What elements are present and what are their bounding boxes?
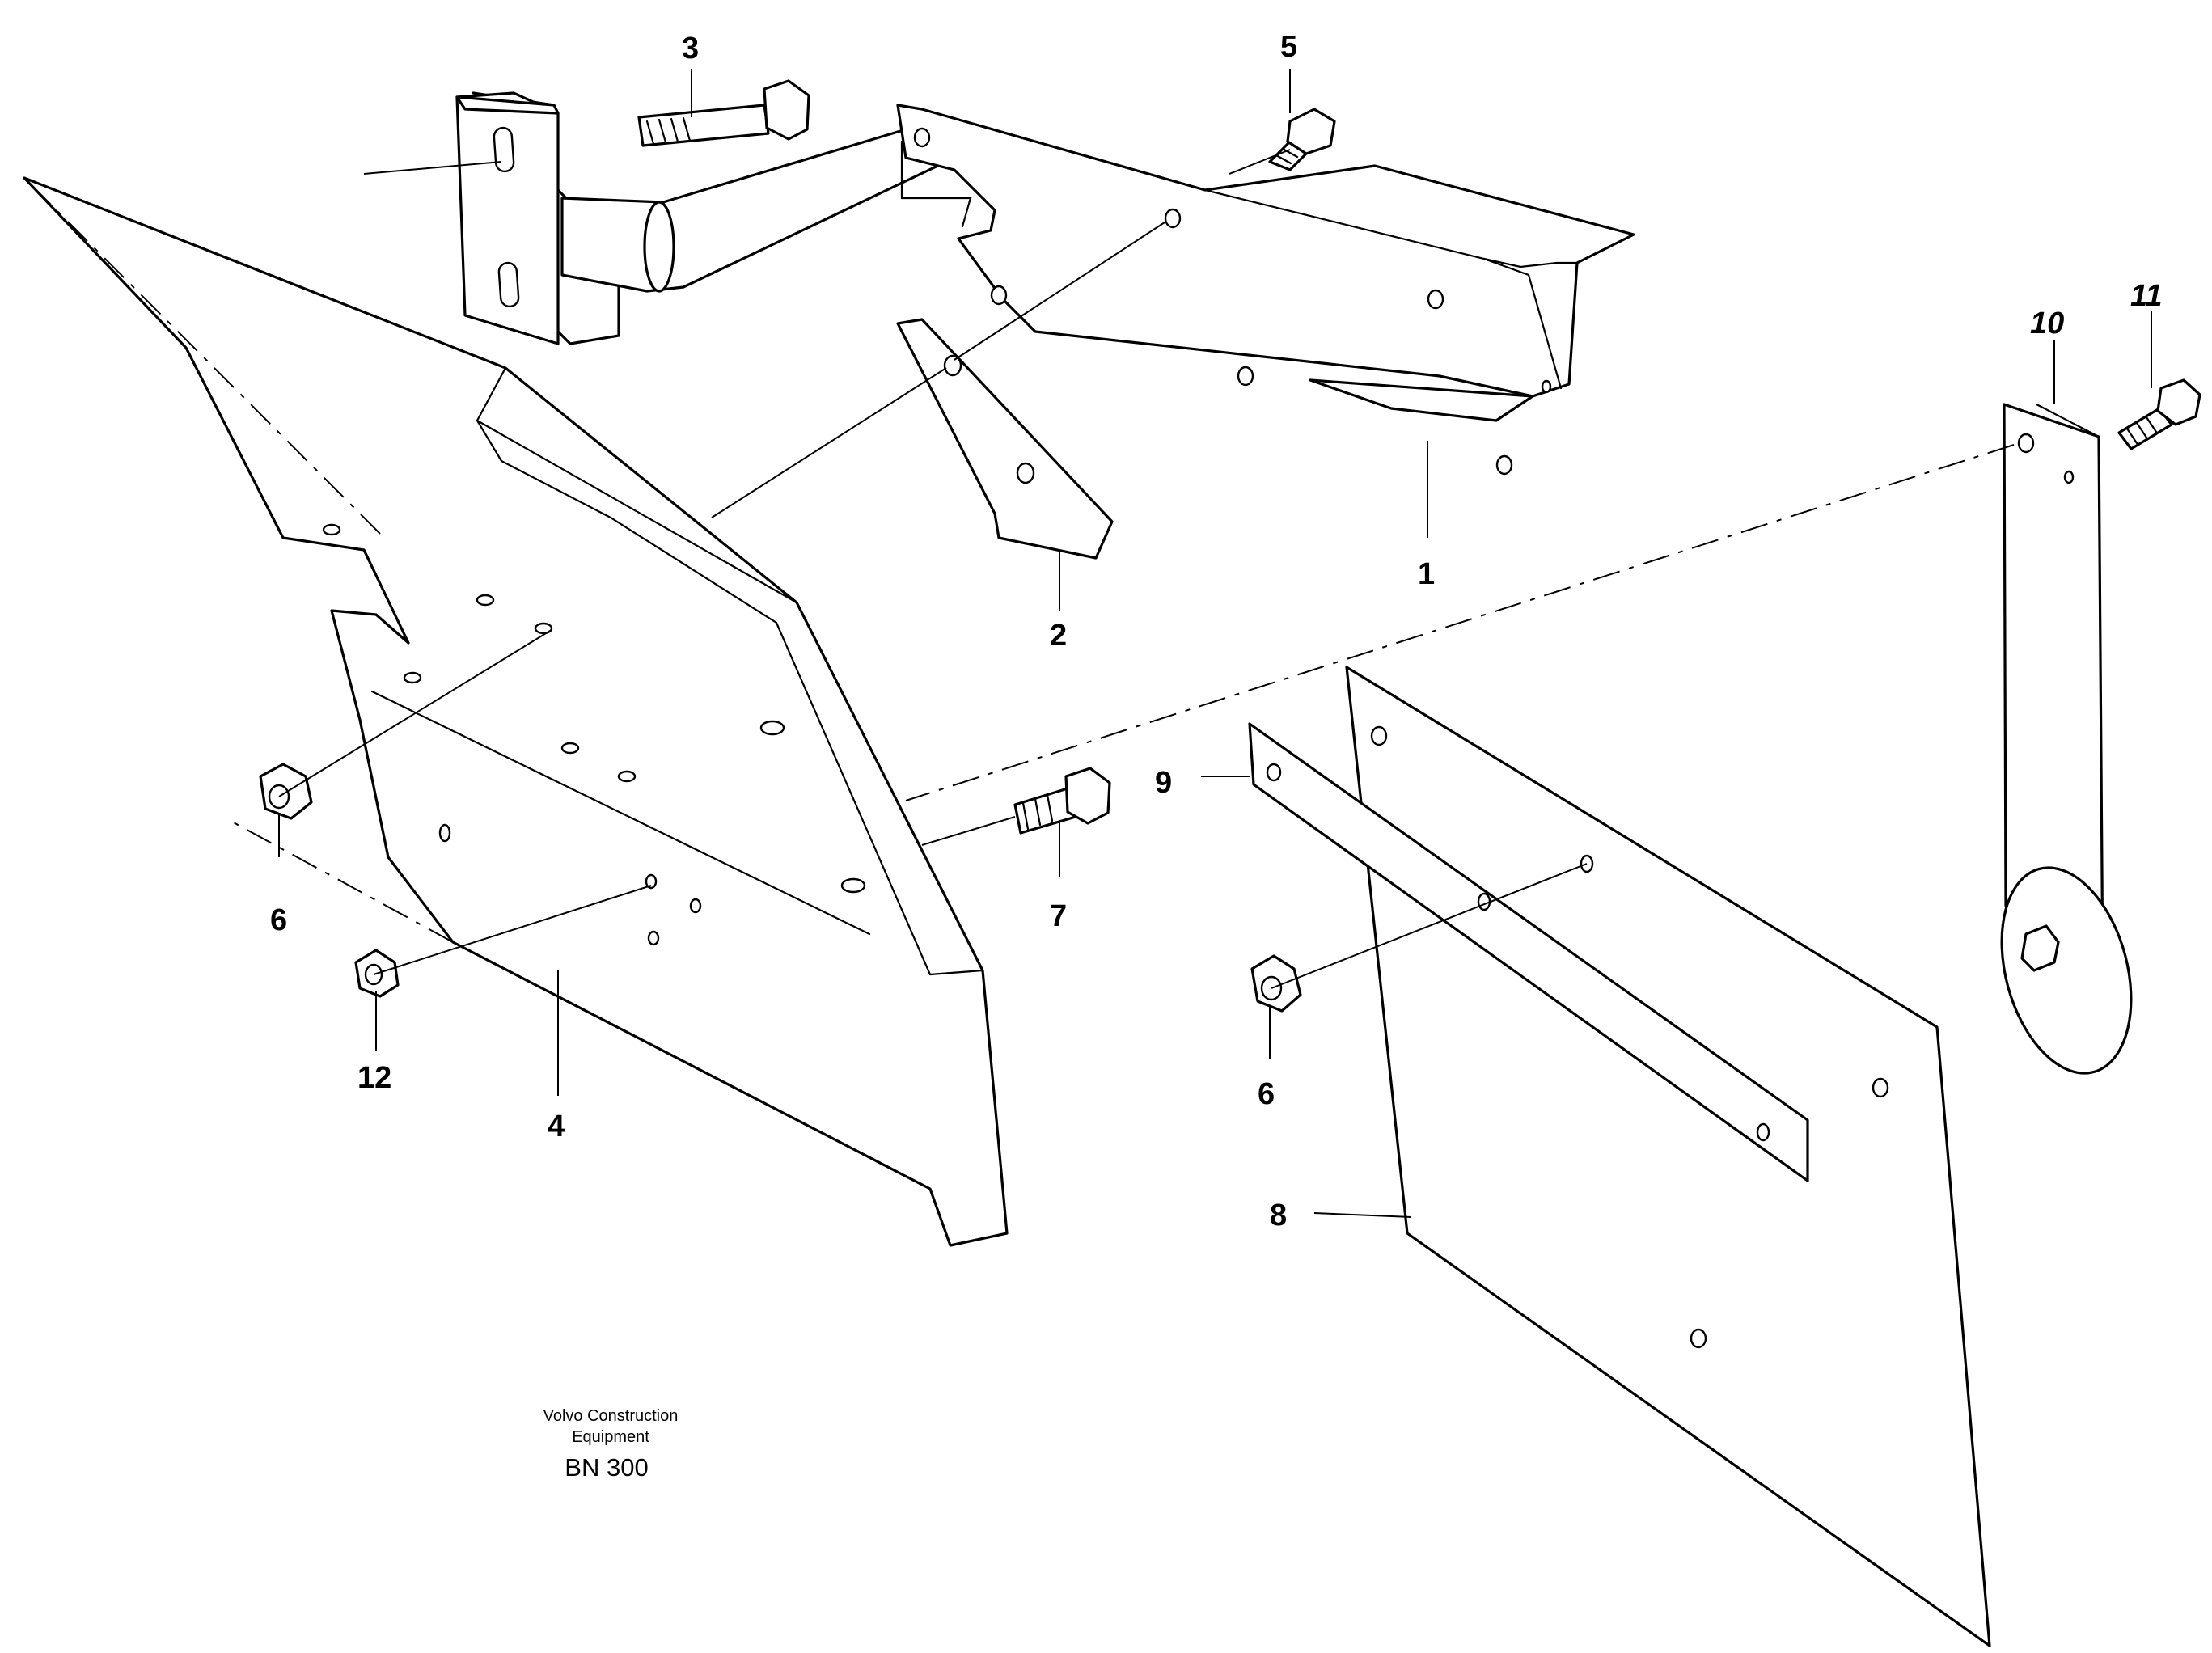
callouts: 1 2 3 4 5 6 6 7 8 9 10 11 12 — [270, 30, 2162, 1232]
callout-3: 3 — [682, 32, 699, 66]
callout-1: 1 — [1418, 557, 1435, 591]
callout-6-right: 6 — [1258, 1077, 1275, 1111]
bolt-7 — [1013, 767, 1111, 835]
callout-11: 11 — [2130, 279, 2162, 313]
caption-code: BN 300 — [565, 1453, 648, 1482]
bolt-3 — [637, 79, 810, 147]
callout-8: 8 — [1270, 1199, 1287, 1232]
bolt-11 — [2117, 378, 2201, 450]
callout-12: 12 — [357, 1061, 391, 1095]
caption-line-1: Volvo Construction — [543, 1407, 679, 1425]
bolt-5 — [1268, 108, 1336, 171]
part-1-main-bracket — [896, 104, 1635, 476]
callout-9: 9 — [1155, 766, 1172, 800]
callout-10: 10 — [2030, 307, 2064, 340]
part-2-plate — [896, 318, 1114, 560]
part-9-strip — [1248, 722, 1809, 1182]
callout-4: 4 — [548, 1110, 565, 1144]
part-8-flap — [1345, 666, 1991, 1647]
nut-6-left — [259, 763, 313, 820]
part-4-mudguard — [23, 176, 1009, 1247]
callout-5: 5 — [1280, 30, 1297, 64]
nut-6-right — [1250, 954, 1302, 1013]
assembly-axis-lines — [23, 177, 2015, 943]
leader-lines — [278, 69, 2152, 1218]
part-10-arm — [2000, 403, 2133, 1075]
caption-line-2: Equipment — [572, 1428, 649, 1446]
callout-2: 2 — [1050, 619, 1067, 653]
callout-7: 7 — [1050, 899, 1067, 933]
caption: Volvo Construction Equipment BN 300 — [543, 1407, 679, 1482]
callout-6-left: 6 — [270, 903, 287, 937]
